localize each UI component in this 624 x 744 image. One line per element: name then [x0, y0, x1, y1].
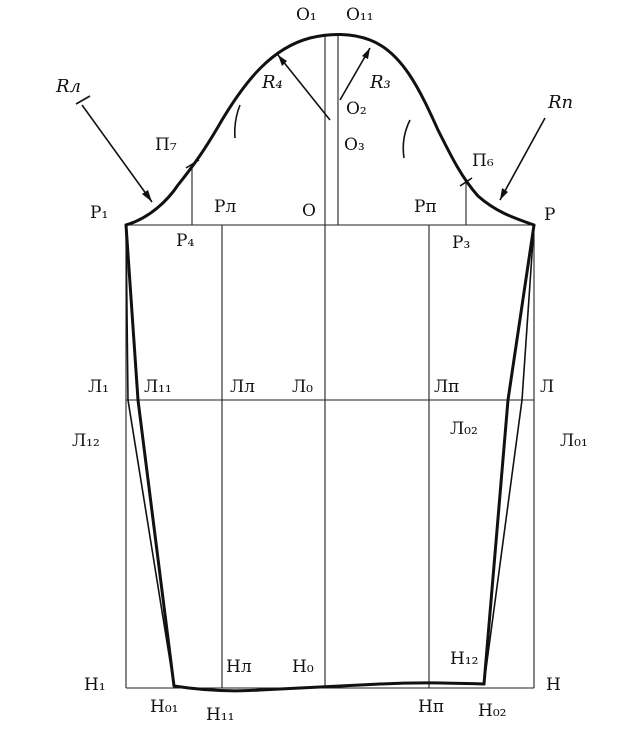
rl-arrowhead	[142, 190, 152, 202]
r3-arc	[402, 119, 411, 159]
p7-tick	[185, 159, 200, 169]
label-o2: O₂	[346, 99, 367, 119]
label-h11: H₁₁	[206, 705, 234, 725]
label-rl: Rл	[55, 76, 81, 97]
label-pe-p: Pп	[414, 197, 437, 217]
label-l12: Л₁₂	[72, 431, 100, 451]
label-r4: R₄	[261, 72, 283, 93]
label-h02: H₀₂	[478, 701, 506, 721]
label-r3: R₃	[369, 72, 391, 93]
point-labels: O₁ O₁₁ R₄ R₃ O₂ O₃ Rл Rп П₇ П₆ P₁ Pл O P…	[55, 5, 588, 725]
p6-tick	[459, 177, 473, 187]
label-l1: Л₁	[88, 377, 109, 397]
r3-arrowhead	[362, 48, 370, 59]
sleeve-cap-curve	[124, 33, 536, 227]
rl-arrow-line	[81, 104, 153, 203]
label-h12: H₁₂	[450, 649, 478, 669]
label-o: O	[302, 201, 316, 221]
label-o3: O₃	[344, 135, 365, 155]
label-l01: Л₀₁	[560, 431, 588, 451]
label-l: Л	[540, 377, 554, 397]
rp-arrow-line	[499, 117, 546, 201]
left-inner-seam	[125, 224, 175, 687]
label-h1: H₁	[84, 675, 106, 695]
label-h: H	[546, 675, 561, 695]
rp-arrowhead	[500, 188, 508, 200]
right-side-seam	[482, 223, 536, 686]
label-pe3: P₃	[452, 233, 470, 253]
label-h-l: Hл	[226, 657, 252, 677]
label-l11: Л₁₁	[144, 377, 172, 397]
label-pe-l: Pл	[214, 197, 236, 217]
radius-arrows	[75, 47, 546, 203]
label-o1: O₁	[296, 5, 317, 25]
label-l02: Л₀₂	[450, 419, 478, 439]
label-pe: P	[544, 205, 555, 225]
right-inner-seam	[483, 224, 535, 685]
label-pe1: P₁	[90, 203, 108, 223]
label-h-p: Hп	[418, 697, 444, 717]
label-o11: O₁₁	[346, 5, 374, 25]
hem-curve	[172, 681, 486, 693]
label-l0: Л₀	[292, 377, 313, 397]
construction-lines	[125, 36, 535, 689]
r4-arrowhead	[278, 55, 287, 66]
label-p6: П₆	[472, 151, 494, 171]
label-l-p: Лп	[434, 377, 460, 397]
label-l-l: Лл	[230, 377, 255, 397]
r4-arrow-line	[277, 54, 331, 121]
left-side-seam	[124, 223, 176, 688]
label-p7: П₇	[155, 135, 177, 155]
label-h0: H₀	[292, 657, 314, 677]
label-pe4: P₄	[176, 231, 194, 251]
rl-tick	[75, 95, 91, 105]
r4-arc	[233, 104, 241, 139]
label-rp: Rп	[547, 92, 573, 113]
label-h01: H₀₁	[150, 697, 178, 717]
